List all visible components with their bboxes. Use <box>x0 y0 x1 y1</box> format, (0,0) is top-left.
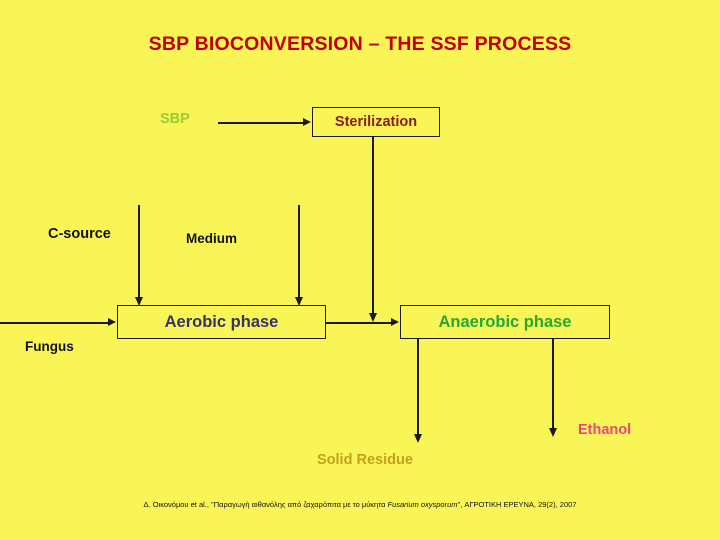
citation-prefix: Δ. Οικονόμου et al., "Παραγωγή αιθανόλης… <box>143 500 388 509</box>
node-label-sterilization: Sterilization <box>334 114 418 130</box>
citation-suffix: ", ΑΓΡΟΤΙΚΗ ΕΡΕΥΝΑ, 29(2), 2007 <box>457 500 577 509</box>
connector-anaerobic-to-solid-residue <box>417 339 419 437</box>
node-label-aerobic-phase: Aerobic phase <box>164 312 279 331</box>
connector-c-source-to-aerobic <box>138 205 140 300</box>
page-title: SBP BIOCONVERSION – THE SSF PROCESS <box>148 33 572 55</box>
arrowhead-sbp-to-sterilization <box>303 117 311 126</box>
citation-italic-species: Fusarium oxysporum <box>387 500 458 509</box>
arrowhead-anaerobic-to-solid-residue <box>413 434 422 443</box>
node-label-medium: Medium <box>186 231 238 246</box>
node-label-anaerobic-phase: Anaerobic phase <box>438 312 572 331</box>
connector-sterilization-to-anaerobic <box>372 137 374 314</box>
node-box-anaerobic-phase[interactable]: Anaerobic phase <box>400 305 610 339</box>
connector-sbp-to-sterilization <box>218 122 304 124</box>
arrowhead-c-source-to-aerobic <box>134 297 143 306</box>
node-box-aerobic-phase[interactable]: Aerobic phase <box>117 305 326 339</box>
node-box-sterilization[interactable]: Sterilization <box>312 107 440 137</box>
connector-medium-to-aerobic <box>298 205 300 300</box>
connector-aerobic-to-anaerobic <box>326 322 391 324</box>
citation: Δ. Οικονόμου et al., "Παραγωγή αιθανόλης… <box>0 500 720 509</box>
arrowhead-anaerobic-to-ethanol <box>548 428 557 437</box>
connector-anaerobic-to-ethanol <box>552 339 554 431</box>
arrowhead-aerobic-to-anaerobic <box>391 317 399 326</box>
node-label-ethanol: Ethanol <box>578 422 632 438</box>
arrowhead-sterilization-to-anaerobic <box>368 313 377 322</box>
node-label-c-source: C-source <box>48 226 111 242</box>
node-label-solid-residue: Solid Residue <box>317 452 413 468</box>
node-label-fungus: Fungus <box>25 339 74 354</box>
connector-fungus-to-aerobic <box>0 322 108 324</box>
arrowhead-fungus-to-aerobic <box>108 317 116 326</box>
node-label-sbp: SBP <box>160 111 190 127</box>
arrowhead-medium-to-aerobic <box>294 297 303 306</box>
